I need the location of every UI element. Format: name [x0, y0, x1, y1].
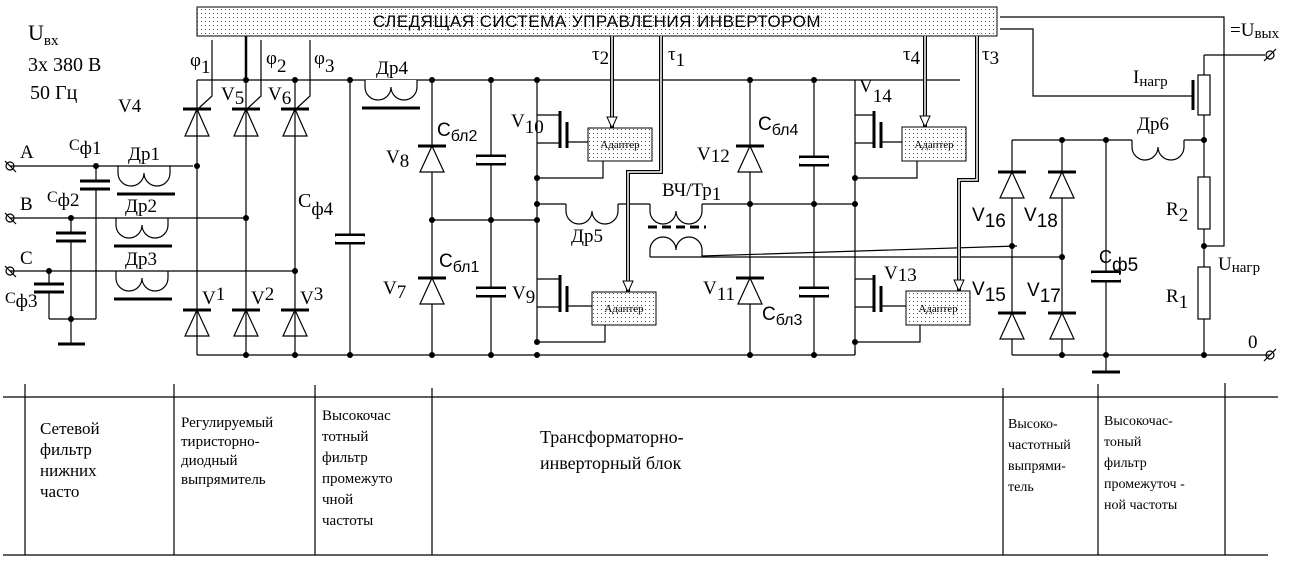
svg-text:V13: V13	[884, 263, 917, 286]
dr3-label: Др3	[125, 249, 157, 270]
svg-text:V11: V11	[703, 278, 735, 305]
r1-label: R1	[1166, 286, 1188, 313]
block-transformer-inverter: Трансформаторно-инверторный блок	[540, 427, 684, 473]
adapter-v10: Адаптер	[587, 127, 653, 162]
csl3-label: Сбл3	[762, 304, 803, 329]
svg-text:V18: V18	[1024, 205, 1058, 232]
dr6-label: Др6	[1137, 114, 1169, 135]
cf2-label: Сф2	[47, 189, 79, 211]
svg-text:V8: V8	[386, 147, 409, 172]
control-system-block: СЛЕДЯЩАЯ СИСТЕМА УПРАВЛЕНИЯ ИНВЕРТОРОМ	[196, 6, 998, 37]
svg-text:V9: V9	[512, 283, 535, 308]
tau4-label: τ4	[903, 44, 921, 69]
uload-label: Uнагр	[1218, 254, 1260, 276]
semiconductor-labels: V4 V5 V6 V1 V2 V3 V8 V7 V9 V10 V11 V12 V…	[118, 76, 1061, 309]
svg-text:V2: V2	[251, 284, 274, 309]
block-table	[3, 383, 1278, 556]
svg-text:V6: V6	[268, 84, 291, 109]
svg-text:50 Гц: 50 Гц	[30, 82, 78, 104]
zero-label: 0	[1248, 332, 1258, 353]
phase-c-label: C	[20, 248, 33, 269]
svg-text:V17: V17	[1027, 280, 1061, 307]
adapter-v13: Адаптер	[905, 290, 971, 326]
svg-text:Адаптер: Адаптер	[914, 139, 954, 151]
dr2-label: Др2	[125, 196, 157, 217]
phi1-label: φ1	[190, 50, 210, 78]
control-system-title: СЛЕДЯЩАЯ СИСТЕМА УПРАВЛЕНИЯ ИНВЕРТОРОМ	[373, 12, 821, 31]
svg-text:Адаптер: Адаптер	[918, 303, 958, 315]
svg-text:V1: V1	[202, 284, 225, 309]
phase-a-label: A	[20, 142, 34, 163]
svg-text:3х 380 В: 3х 380 В	[28, 54, 101, 76]
csl2-label: Сбл2	[437, 120, 478, 145]
svg-text:V3: V3	[300, 284, 323, 309]
svg-text:V4: V4	[118, 96, 142, 117]
csl1-label: Сбл1	[439, 251, 480, 276]
phi3-label: φ3	[314, 48, 334, 77]
svg-text:V12: V12	[697, 144, 730, 167]
dr1-label: Др1	[128, 144, 160, 165]
csl4-label: Сбл4	[758, 114, 799, 139]
iload-label: Iнагр	[1133, 67, 1168, 90]
cf3-label: Сф3	[5, 290, 37, 312]
hf-transformer-label: ВЧ/Тр1	[662, 180, 721, 205]
adapter-v9: Адаптер	[591, 291, 657, 326]
dr5-label: Др5	[571, 226, 603, 247]
tau1-label: τ1	[668, 44, 685, 71]
svg-text:Адаптер: Адаптер	[604, 303, 644, 315]
svg-text:V7: V7	[383, 278, 406, 303]
svg-text:Адаптер: Адаптер	[600, 139, 640, 151]
svg-text:V5: V5	[221, 84, 244, 109]
phase-b-label: B	[20, 194, 33, 215]
r2-label: R2	[1166, 199, 1188, 226]
tau3-label: τ3	[982, 44, 999, 69]
junction-dots	[46, 77, 1207, 358]
phi2-label: φ2	[266, 48, 286, 77]
uout-label: =Uвых	[1230, 20, 1280, 42]
input-spec: Uвх 3х 380 В 50 Гц	[28, 20, 101, 104]
cf4-label: Сф4	[298, 190, 334, 220]
svg-text:Uвх: Uвх	[28, 20, 59, 49]
tau2-label: τ2	[592, 44, 609, 69]
block-hf-rectifier: Высоко-частотный выпрями-тель	[1008, 417, 1071, 495]
svg-text:V14: V14	[859, 76, 892, 107]
svg-text:V15: V15	[972, 279, 1006, 306]
svg-text:V16: V16	[972, 205, 1006, 232]
adapter-v14: Адаптер	[901, 126, 967, 162]
cf5-label: Сф5	[1099, 247, 1138, 276]
dr4-label: Др4	[376, 58, 408, 79]
cf1-label: Сф1	[69, 137, 101, 159]
